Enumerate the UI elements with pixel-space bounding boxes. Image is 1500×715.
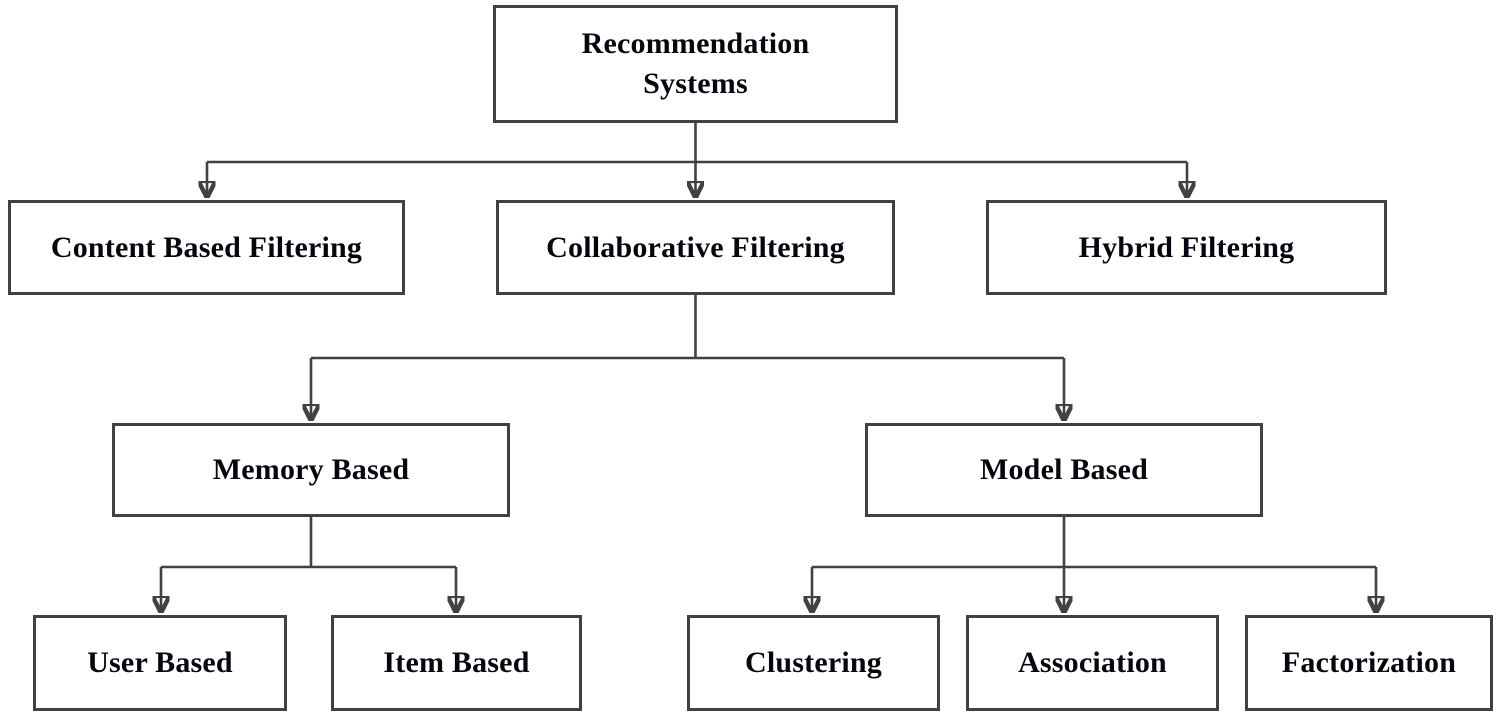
node-clustering: Clustering: [687, 615, 940, 711]
node-recommendation-systems: Recommendation Systems: [493, 5, 898, 123]
connector-model-to-children: [812, 517, 1376, 611]
node-memory-based: Memory Based: [112, 423, 510, 517]
node-collaborative-filtering-label: Collaborative Filtering: [546, 230, 845, 264]
node-item-based-label: Item Based: [383, 646, 530, 679]
node-user-based-label: User Based: [87, 646, 233, 679]
node-item-based: Item Based: [331, 615, 582, 711]
node-hybrid-filtering-label: Hybrid Filtering: [1078, 230, 1295, 264]
connector-root-to-level1: [207, 123, 1187, 196]
node-user-based: User Based: [33, 615, 287, 711]
node-model-based: Model Based: [865, 423, 1263, 517]
connector-collaborative-to-level2: [311, 295, 1064, 419]
node-association-label: Association: [1018, 646, 1167, 679]
node-memory-based-label: Memory Based: [212, 453, 410, 486]
node-model-based-label: Model Based: [979, 453, 1149, 486]
node-content-based-filtering-label: Content Based Filtering: [50, 230, 363, 264]
node-factorization: Factorization: [1245, 615, 1493, 711]
node-hybrid-filtering: Hybrid Filtering: [986, 200, 1387, 295]
node-association: Association: [966, 615, 1219, 711]
node-factorization-label: Factorization: [1281, 646, 1457, 679]
node-clustering-label: Clustering: [745, 646, 882, 679]
node-collaborative-filtering: Collaborative Filtering: [496, 200, 895, 295]
node-content-based-filtering: Content Based Filtering: [8, 200, 405, 295]
node-recommendation-systems-label: Recommendation Systems: [581, 27, 810, 100]
connector-memory-to-children: [161, 517, 456, 611]
